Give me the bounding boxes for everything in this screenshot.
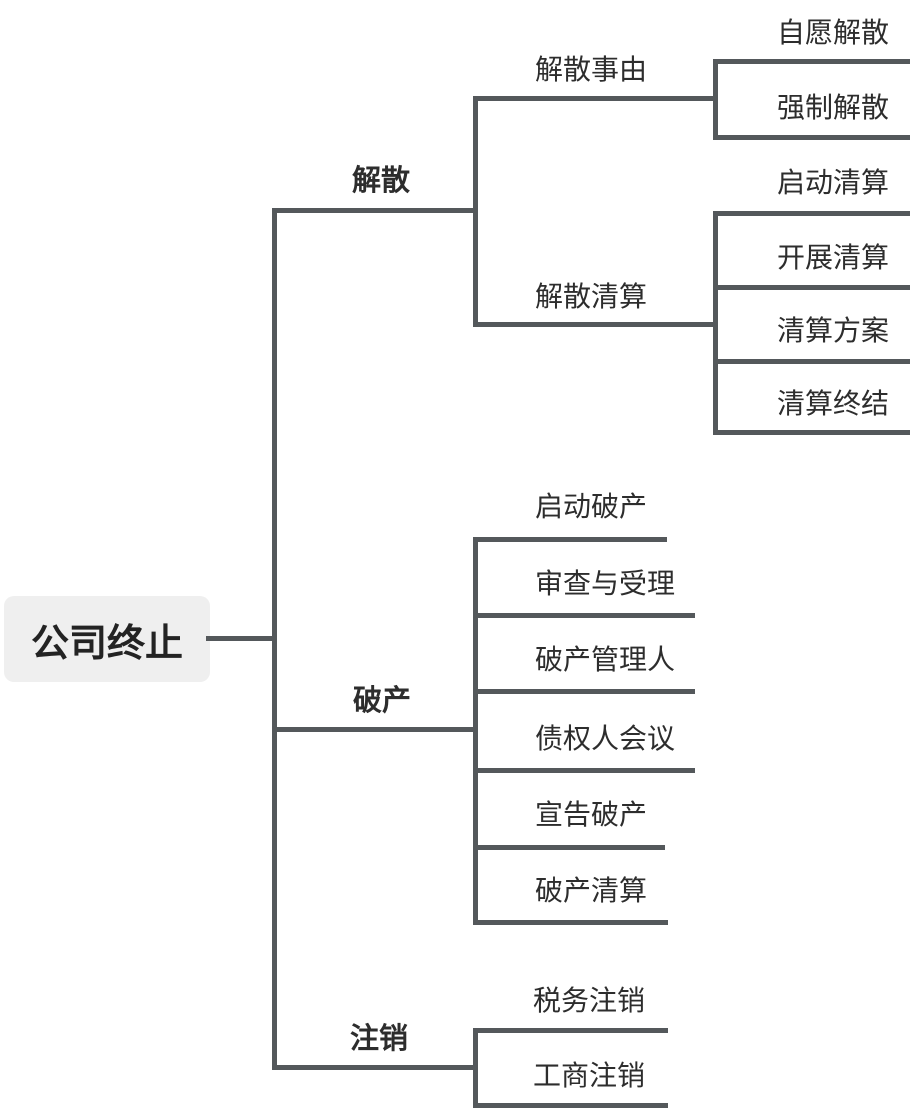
deregistration-underline [272,1065,478,1070]
root-connector-line [206,636,276,641]
node-creditors-meeting: 债权人会议 [535,723,676,754]
liquidation-plan-underline [713,359,910,364]
review-acceptance-underline [473,613,695,618]
node-tax-deregistration: 税务注销 [533,985,646,1016]
business-deregistration-underline [473,1103,668,1108]
dissolution-liquidation-underline [473,322,718,327]
node-dissolution-liquidation: 解散清算 [535,281,648,312]
tax-deregistration-underline [473,1028,668,1033]
node-bankruptcy-administrator: 破产管理人 [535,644,676,675]
dissolution-liquidation-children-line [713,211,718,435]
node-forced-dissolution: 强制解散 [777,92,890,123]
node-declare-bankruptcy: 宣告破产 [535,799,648,830]
declare-bankruptcy-underline [473,845,665,850]
node-dissolution: 解散 [352,165,411,197]
dissolution-children-line [473,96,478,327]
node-start-bankruptcy: 启动破产 [535,491,648,522]
node-review-acceptance: 审查与受理 [535,568,676,599]
node-start-liquidation: 启动清算 [777,167,890,198]
node-conduct-liquidation: 开展清算 [777,242,890,273]
bankruptcy-children-line [473,537,478,925]
forced-dissolution-underline [713,135,910,140]
bankruptcy-liquidation-underline [473,920,668,925]
creditors-meeting-underline [473,768,695,773]
node-deregistration: 注销 [350,1023,409,1055]
node-bankruptcy: 破产 [353,685,412,717]
node-liquidation-end: 清算终结 [777,388,890,419]
start-liquidation-underline [713,211,910,216]
node-dissolution-causes: 解散事由 [535,54,648,85]
dissolution-underline [272,208,478,213]
bankruptcy-administrator-underline [473,689,695,694]
causes-children-line [713,59,718,140]
node-liquidation-plan: 清算方案 [777,315,890,346]
dissolution-causes-underline [473,96,718,101]
node-bankruptcy-liquidation: 破产清算 [535,875,648,906]
node-voluntary-dissolution: 自愿解散 [777,17,890,48]
deregistration-children-line [473,1028,478,1108]
liquidation-end-underline [713,430,910,435]
conduct-liquidation-underline [713,285,910,290]
node-root: 公司终止 [4,596,210,682]
main-spine-line [272,208,277,1070]
voluntary-dissolution-underline [713,59,910,64]
node-business-deregistration: 工商注销 [533,1060,646,1091]
bankruptcy-underline [272,727,478,732]
start-bankruptcy-underline [473,537,667,542]
